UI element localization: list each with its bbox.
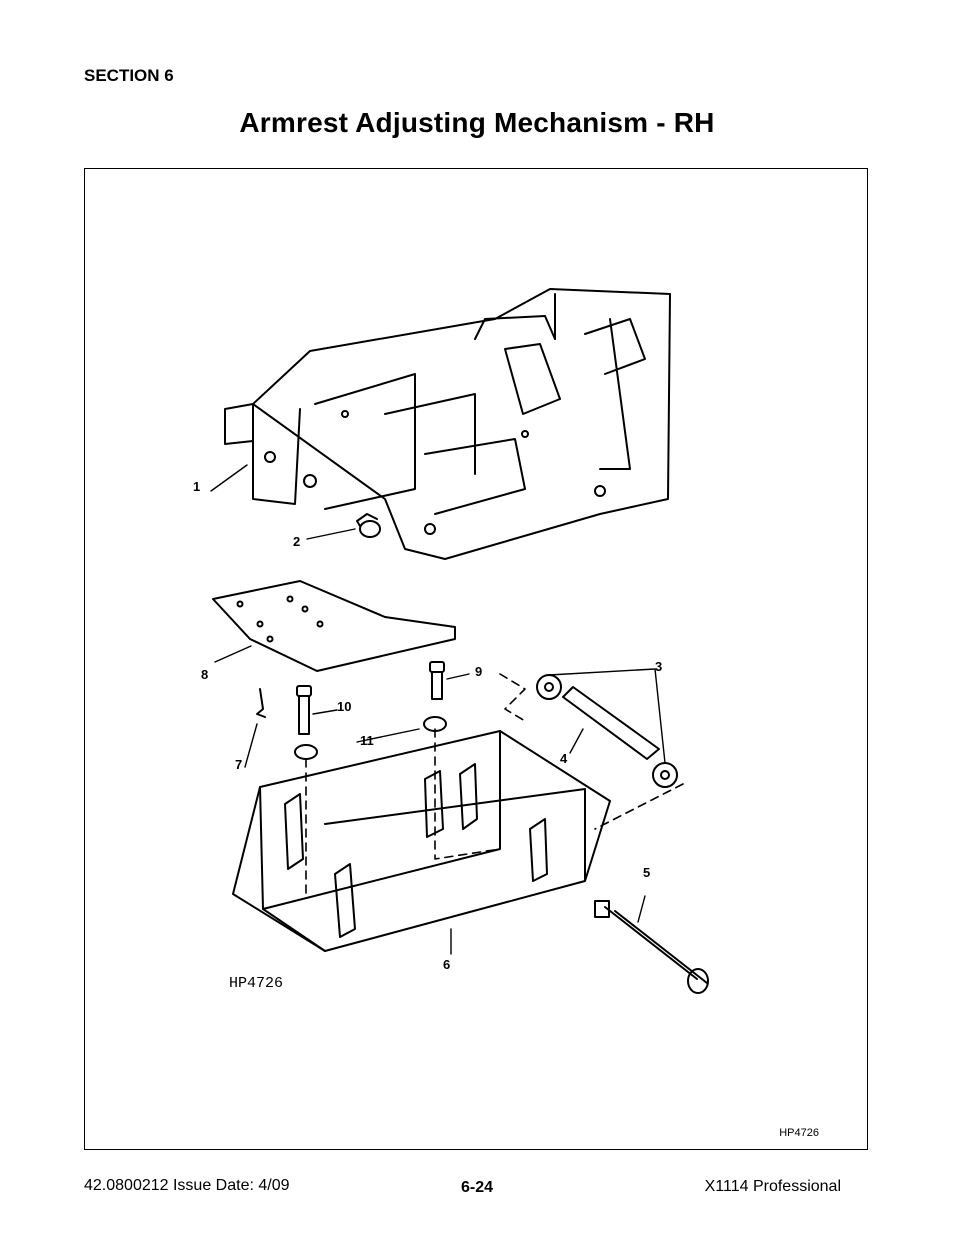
callout-5: 5 [643,865,650,880]
figure-frame: 1 2 3 4 5 6 7 8 9 10 11 HP4726 HP4726 [84,168,868,1150]
callout-labels: 1 2 3 4 5 6 7 8 9 10 11 [193,479,662,972]
part-bushing [356,513,381,538]
callout-11: 11 [360,733,374,748]
part-notched-base [232,730,611,952]
part-bolt-9 [429,661,445,700]
assembly-dashed-lines [305,673,684,900]
callout-2: 2 [293,534,300,549]
callout-leaders [210,464,666,955]
figure-code-corner: HP4726 [779,1127,819,1139]
footer-part-date: 42.0800212 Issue Date: 4/09 [84,1177,290,1194]
part-bolt-10 [296,685,312,735]
part-screw-7 [256,688,266,718]
part-sleeve-4 [562,686,660,760]
callout-7: 7 [235,757,242,772]
section-label: SECTION 6 [84,66,174,85]
part-carriage-bolt-5 [594,900,709,994]
callout-8: 8 [201,667,208,682]
callout-9: 9 [475,664,482,679]
page-title: Armrest Adjusting Mechanism - RH [239,107,715,138]
part-armrest-bracket [224,288,671,560]
part-washers-3 [536,674,678,788]
part-plate [212,580,456,672]
footer-page-number: 6-24 [460,1179,494,1196]
callout-1: 1 [193,479,200,494]
callout-3: 3 [655,659,662,674]
exploded-parts-diagram: 1 2 3 4 5 6 7 8 9 10 11 [193,288,709,994]
callout-4: 4 [560,751,568,766]
footer-product: X1114 Professional [704,1178,841,1195]
callout-10: 10 [337,699,351,714]
callout-6: 6 [443,957,450,972]
figure-code-drawing: HP4726 [229,975,284,992]
